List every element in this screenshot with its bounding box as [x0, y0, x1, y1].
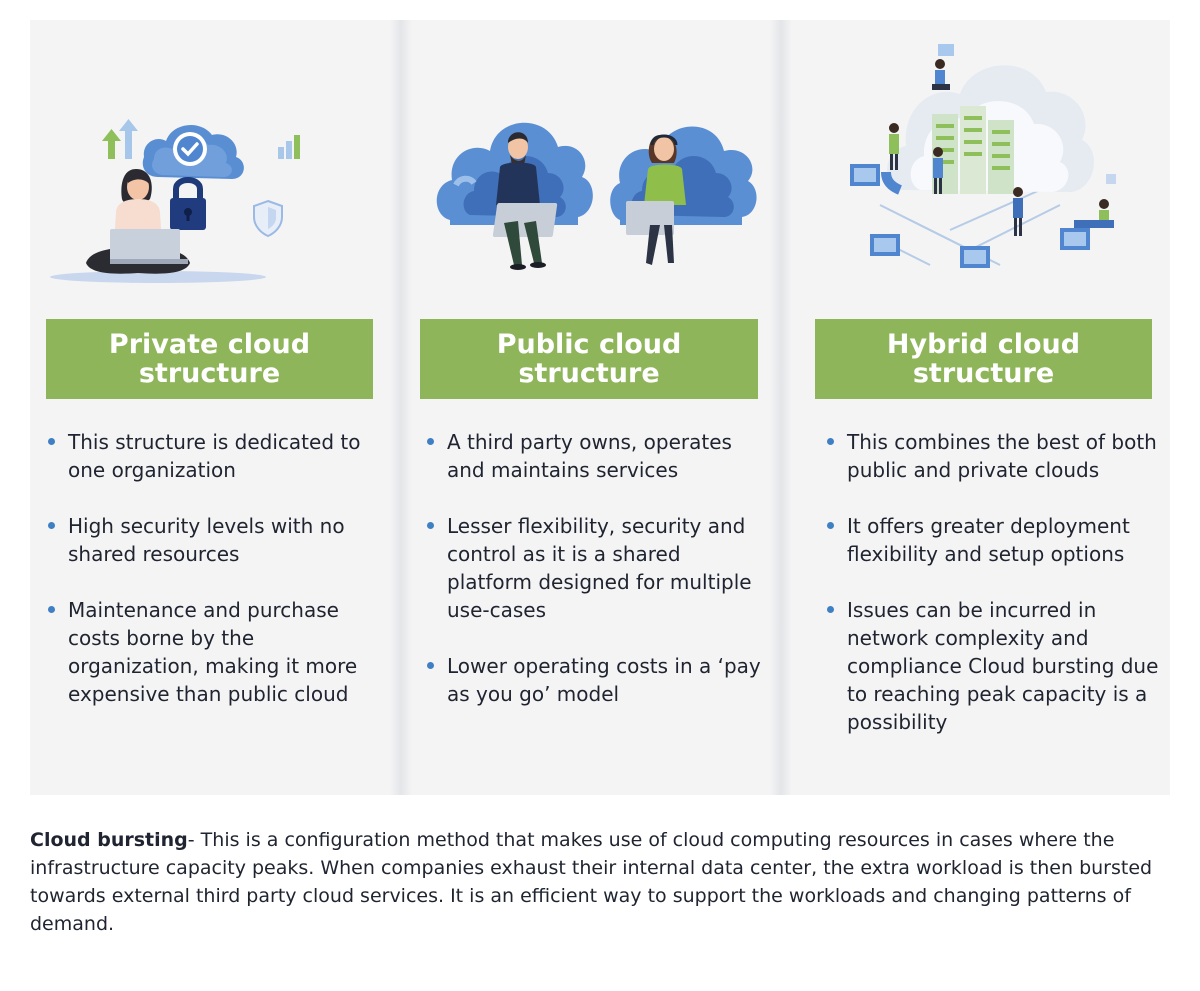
bullet-text: A third party owns, operates and maintai…	[447, 430, 732, 482]
public-cloud-bullets: A third party owns, operates and maintai…	[425, 428, 765, 736]
hybrid-cloud-column: Hybrid cloud structure This combines the…	[795, 20, 1170, 795]
footer-term: Cloud bursting	[30, 829, 188, 851]
private-cloud-column: Private cloud structure This structure i…	[30, 20, 400, 795]
list-item: High security levels with no shared reso…	[46, 512, 391, 568]
hash-icon	[1106, 174, 1116, 184]
bullet-text: Issues can be incurred in network comple…	[847, 598, 1159, 734]
public-cloud-title: Public cloud structure	[420, 319, 758, 399]
list-item: This combines the best of both public an…	[825, 428, 1170, 484]
footer-paragraph: Cloud bursting- This is a configuration …	[30, 826, 1160, 938]
bullet-dot	[427, 438, 434, 445]
monitor-icon	[850, 164, 1090, 268]
bullet-dot	[48, 438, 55, 445]
list-item: A third party owns, operates and maintai…	[425, 428, 765, 484]
list-item: This structure is dedicated to one organ…	[46, 428, 391, 484]
list-item: It offers greater deployment flexibility…	[825, 512, 1170, 568]
column-divider	[390, 20, 412, 795]
arrow-up-icon	[102, 119, 138, 159]
bullet-text: Lesser flexibility, security and control…	[447, 514, 752, 622]
lock-icon	[170, 177, 206, 230]
person-icon	[492, 132, 558, 270]
bullet-text: High security levels with no shared reso…	[68, 514, 345, 566]
bullet-text: Lower operating costs in a ‘pay as you g…	[447, 654, 761, 706]
list-item: Lesser flexibility, security and control…	[425, 512, 765, 624]
bar-chart-icon	[278, 135, 300, 159]
bullet-dot	[48, 522, 55, 529]
hybrid-cloud-bullets: This combines the best of both public an…	[825, 428, 1170, 764]
private-cloud-illustration	[50, 119, 300, 283]
shield-icon	[253, 199, 283, 238]
footer-text: - This is a configuration method that ma…	[30, 829, 1153, 935]
bullet-dot	[827, 522, 834, 529]
list-item: Lower operating costs in a ‘pay as you g…	[425, 652, 765, 708]
server-icon	[932, 106, 1014, 194]
check-icon	[173, 132, 207, 166]
hybrid-cloud-title: Hybrid cloud structure	[815, 319, 1152, 399]
private-cloud-title: Private cloud structure	[46, 319, 373, 399]
chat-icon	[938, 44, 954, 56]
bullet-dot	[427, 522, 434, 529]
hybrid-cloud-illustration	[850, 44, 1116, 268]
person-icon	[889, 59, 1114, 236]
bullet-dot	[827, 606, 834, 613]
public-cloud-column: Public cloud structure A third party own…	[405, 20, 775, 795]
bullet-dot	[427, 662, 434, 669]
bullet-text: It offers greater deployment flexibility…	[847, 514, 1130, 566]
bullet-text: This combines the best of both public an…	[847, 430, 1157, 482]
bullet-dot	[48, 606, 55, 613]
column-divider	[770, 20, 792, 795]
private-cloud-bullets: This structure is dedicated to one organ…	[46, 428, 391, 736]
list-item: Maintenance and purchase costs borne by …	[46, 596, 391, 708]
person-icon	[626, 134, 686, 265]
comparison-panel: Private cloud structure This structure i…	[30, 20, 1170, 795]
public-cloud-illustration	[436, 122, 757, 270]
list-item: Issues can be incurred in network comple…	[825, 596, 1170, 736]
bullet-dot	[827, 438, 834, 445]
person-icon	[86, 169, 190, 274]
bullet-text: This structure is dedicated to one organ…	[68, 430, 361, 482]
bullet-text: Maintenance and purchase costs borne by …	[68, 598, 358, 706]
